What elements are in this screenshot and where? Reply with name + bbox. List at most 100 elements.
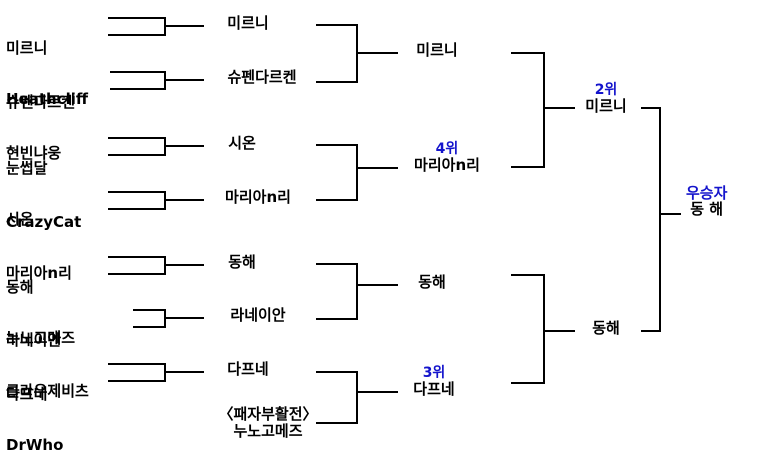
- bracket-line: [356, 391, 398, 393]
- entrant-name: 클라우제비츠: [6, 382, 89, 400]
- entrant-name: 슈펜다르켄: [6, 93, 76, 111]
- winner-name: 다프네: [227, 360, 269, 378]
- bracket-line: [356, 167, 398, 169]
- entrant-pair-2: 슈펜다르켄 현빈냐웅: [6, 60, 75, 196]
- bracket-line: [108, 154, 166, 156]
- round2-winner-6: 라네이안: [230, 307, 285, 324]
- bracket-line: [108, 17, 166, 19]
- semifinal-winner-1: 2위 미르니: [585, 82, 626, 115]
- round2-winner-1: 미르니: [227, 15, 268, 32]
- champion-rank-label: 우승자: [686, 184, 728, 202]
- entrant-pair-3: 눈썹달 시온: [6, 126, 47, 262]
- bracket-line: [641, 107, 661, 109]
- bracket-line: [511, 382, 545, 384]
- entrant-pair-7: 다프네 DrWho: [6, 352, 63, 456]
- winner-name: 동해: [418, 273, 446, 291]
- winner-name: 라네이안: [230, 306, 286, 324]
- rank-label: 4위: [435, 141, 459, 157]
- bracket-line: [108, 363, 166, 365]
- entrant-name: 동해: [6, 278, 34, 296]
- entrant-name: 마리아n리: [6, 264, 72, 282]
- entrant-name: 미르니: [6, 39, 48, 57]
- bracket-line: [316, 81, 358, 83]
- winner-name: 미르니: [227, 14, 269, 32]
- winner-name: 시온: [228, 134, 256, 152]
- bracket-line: [356, 284, 398, 286]
- entrant-name: 다프네: [6, 385, 48, 403]
- bracket-line: [356, 52, 398, 54]
- round3-winner-2: 4위 마리아n리: [414, 141, 480, 174]
- repechage-label: 〈패자부활전〉: [218, 405, 318, 423]
- bracket-line: [316, 24, 358, 26]
- winner-name: 동해: [592, 319, 620, 337]
- bracket-line: [543, 330, 575, 332]
- rank-label: 2위: [594, 82, 618, 98]
- bracket-line: [108, 273, 166, 275]
- champion-node: 우승자 동 해: [686, 185, 727, 218]
- entrant-name: 시온: [6, 210, 34, 228]
- bracket-line: [133, 309, 166, 311]
- bracket-line: [316, 371, 358, 373]
- bracket-line: [164, 25, 204, 27]
- bracket-line: [108, 256, 166, 258]
- round2-winner-4: 마리아n리: [225, 189, 291, 206]
- bracket-line: [543, 107, 575, 109]
- repechage-entrant: 〈패자부활전〉 누노고메즈: [218, 406, 317, 440]
- bracket-line: [641, 330, 661, 332]
- winner-name: 미르니: [416, 41, 458, 59]
- bracket-line: [659, 107, 661, 332]
- round2-winner-7: 다프네: [227, 361, 268, 378]
- bracket-line: [511, 166, 545, 168]
- winner-name: 슈펜다르켄: [227, 68, 297, 86]
- bracket-line: [164, 199, 204, 201]
- bracket-line: [164, 371, 204, 373]
- entrant-name: DrWho: [6, 436, 64, 454]
- bracket-line: [543, 52, 545, 168]
- round3-winner-4: 3위 다프네: [413, 365, 454, 398]
- semifinal-winner-2: 동해: [592, 320, 620, 337]
- winner-name: 다프네: [413, 380, 455, 398]
- entrant-pair-1: 미르니 Heathcliff: [6, 6, 88, 142]
- winner-name: 미르니: [585, 97, 627, 115]
- bracket-line: [108, 137, 166, 139]
- bracket-line: [511, 52, 545, 54]
- bracket-line: [316, 144, 358, 146]
- round2-winner-3: 시온: [228, 135, 256, 152]
- bracket-line: [108, 208, 166, 210]
- entrant-name: CrazyCat: [6, 213, 82, 231]
- bracket-line: [164, 79, 204, 81]
- bracket-line: [316, 263, 358, 265]
- bracket-line: [543, 274, 545, 384]
- bracket-line: [316, 318, 358, 320]
- bracket-line: [511, 274, 545, 276]
- bracket-line: [108, 34, 166, 36]
- entrant-name: 라네이안: [6, 331, 62, 349]
- winner-name: 마리아n리: [225, 188, 291, 206]
- entrant-name: 누노고메즈: [6, 329, 76, 347]
- bracket-line: [356, 263, 358, 320]
- bracket-line: [164, 264, 204, 266]
- entrant-name: Heathcliff: [6, 90, 89, 108]
- bracket-line: [110, 71, 166, 73]
- entrant-pair-6: 라네이안 클라우제비츠: [6, 298, 89, 434]
- bracket-line: [164, 145, 204, 147]
- bracket-line: [356, 371, 358, 424]
- winner-name: 동해: [228, 253, 256, 271]
- bracket-line: [659, 213, 681, 215]
- bracket-line: [316, 199, 358, 201]
- entrant-name: 눈썹달: [6, 159, 48, 177]
- bracket-line: [108, 191, 166, 193]
- champion-name: 동 해: [690, 200, 724, 218]
- entrant-pair-4: CrazyCat 마리아n리: [6, 180, 81, 316]
- round3-winner-3: 동해: [418, 274, 446, 291]
- bracket-line: [356, 144, 358, 201]
- winner-name: 누노고메즈: [233, 422, 303, 440]
- bracket-line: [316, 422, 358, 424]
- bracket-line: [108, 380, 166, 382]
- round3-winner-1: 미르니: [416, 42, 457, 59]
- round2-winner-5: 동해: [228, 254, 256, 271]
- winner-name: 마리아n리: [414, 156, 480, 174]
- round2-winner-2: 슈펜다르켄: [227, 69, 296, 86]
- entrant-name: 현빈냐웅: [6, 144, 62, 162]
